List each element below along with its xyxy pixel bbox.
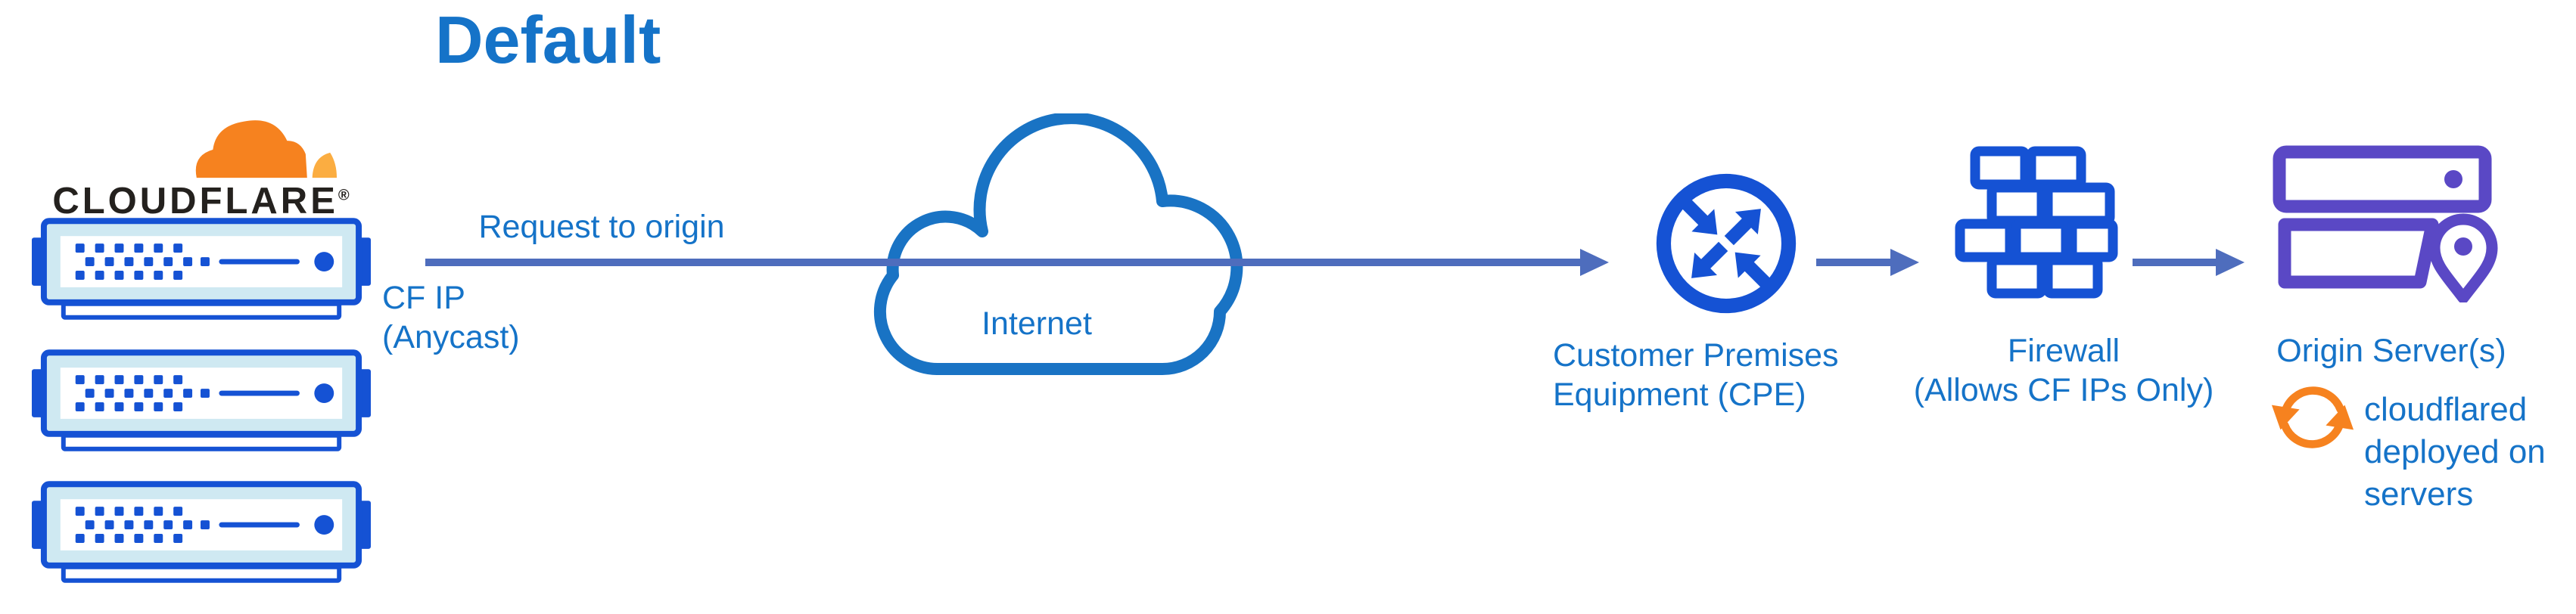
cpe-label: Customer Premises Equipment (CPE) [1553, 336, 1909, 415]
anycast-line: (Anycast) [382, 319, 520, 356]
arrowhead-cpe-to-firewall [1890, 249, 1919, 276]
cloudflared-annotation: cloudflared deployed on servers [2364, 391, 2546, 513]
flow-line-cpe-to-firewall [1816, 259, 1892, 266]
cloudflared-sync-icon [2271, 386, 2354, 448]
cloudflare-edge-server-icon [32, 218, 371, 320]
internet-cloud-icon [873, 113, 1243, 375]
origin-server-label: Origin Server(s) [2276, 333, 2506, 369]
firewall-label-line2: (Allows CF IPs Only) [1913, 372, 2214, 409]
diagram-title: Default [435, 2, 661, 77]
cf-ip-line: CF IP [382, 280, 465, 316]
cpe-router-icon [1656, 173, 1797, 314]
cpe-label-line1: Customer Premises [1553, 337, 1839, 374]
registered-trademark-symbol: ® [338, 187, 350, 204]
firewall-label: Firewall (Allows CF IPs Only) [1886, 331, 2242, 411]
cloudflare-edge-server-icon [32, 481, 371, 583]
cloudflare-wordmark: CLOUDFLARE® [44, 180, 358, 222]
origin-server-icon [2273, 145, 2498, 302]
firewall-label-line1: Firewall [2007, 333, 2120, 369]
request-to-origin-label: Request to origin [478, 209, 725, 245]
firewall-brick-icon [1955, 146, 2118, 299]
arrowhead-cf-to-cpe [1580, 249, 1609, 276]
cpe-label-line2: Equipment (CPE) [1553, 377, 1806, 414]
internet-label: Internet [982, 305, 1092, 342]
flow-line-firewall-to-origin [2133, 259, 2217, 266]
arrowhead-firewall-to-origin [2216, 249, 2245, 276]
cloudflare-edge-server-icon [32, 349, 371, 451]
cloudflare-wordmark-text: CLOUDFLARE [52, 181, 338, 222]
flow-line-cf-to-cpe [425, 259, 1582, 266]
cloudflare-logo-cloud-icon [189, 110, 338, 181]
cf-ip-anycast-label: CF IP (Anycast) [382, 278, 520, 358]
